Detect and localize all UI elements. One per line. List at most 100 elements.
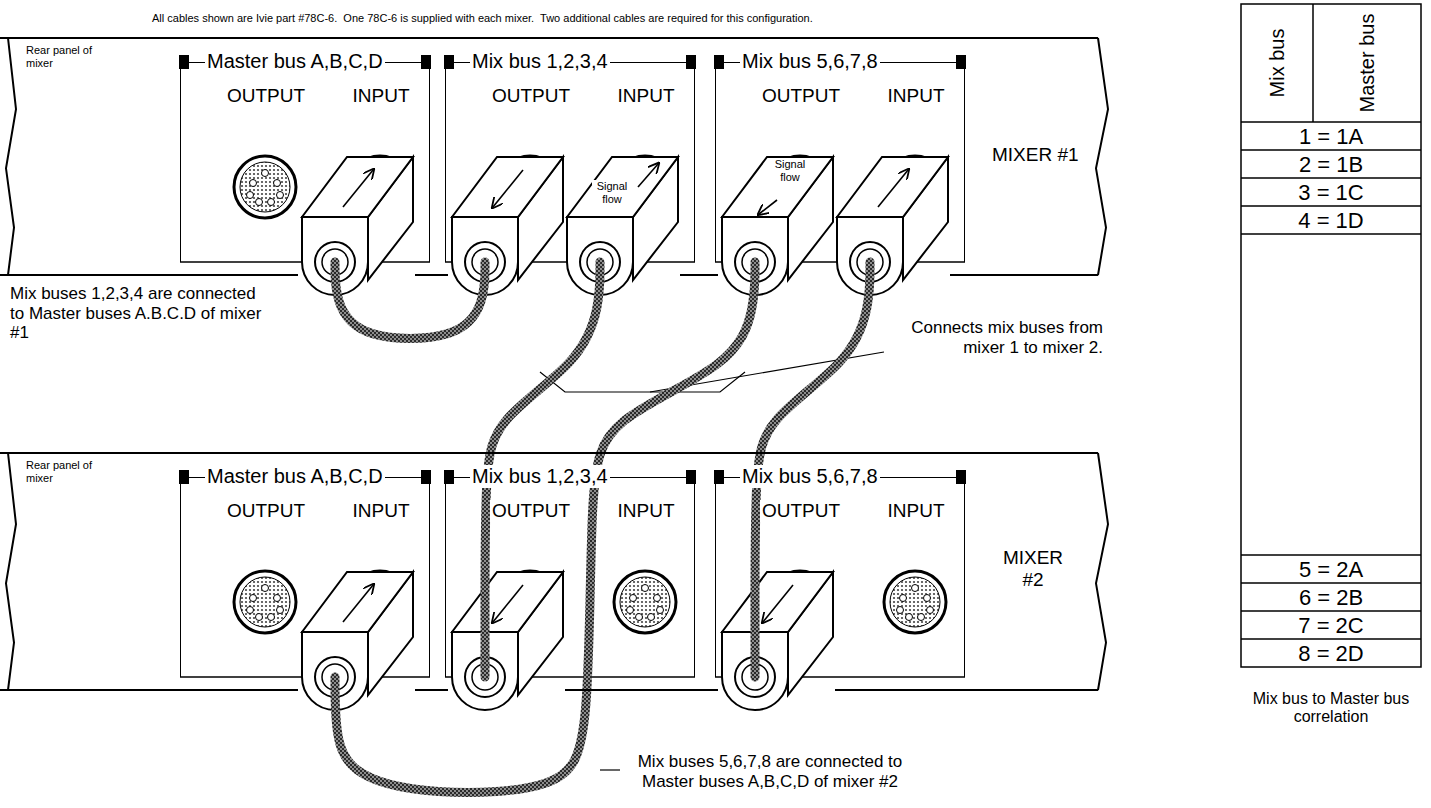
- jack-pin: [924, 595, 931, 602]
- port-label: OUTPUT: [760, 85, 842, 107]
- jack-pin: [277, 192, 284, 199]
- table-rule: [1241, 610, 1421, 612]
- din-jack: [614, 571, 676, 633]
- port-label: OUTPUT: [760, 500, 842, 522]
- bus-heading: Mix bus 5,6,7,8: [740, 50, 880, 73]
- jack-pin: [900, 595, 907, 602]
- table-rule: [1241, 233, 1421, 235]
- jack-pin: [262, 585, 269, 592]
- rear-panel: Rear panel of mixerMIXER #2 Master bus A,…: [0, 453, 1110, 690]
- cable-plug: [302, 572, 413, 710]
- table-cell: 5 = 2A: [1297, 557, 1365, 582]
- plug-top: [722, 157, 833, 217]
- callout-text: Mix buses 1,2,3,4 are connected to Maste…: [8, 284, 270, 343]
- table-header: Mix bus: [1266, 27, 1289, 100]
- table-rule: [1241, 554, 1421, 556]
- plug-top: [452, 157, 563, 217]
- connector-group: Mix bus 1,2,3,4OUTPUTINPUT: [445, 62, 695, 262]
- plug-top: [837, 157, 948, 217]
- jack-pin: [630, 595, 637, 602]
- table-cell: 3 = 1C: [1296, 180, 1365, 205]
- plug-top: [452, 572, 563, 632]
- signal-arrow: [763, 585, 793, 622]
- jack-ring: [884, 571, 946, 633]
- jack-face: [890, 577, 940, 627]
- signal-arrow: [759, 200, 777, 214]
- rear-panel-hardware: [180, 156, 965, 710]
- heading-tab: [956, 55, 966, 69]
- table-rule: [1241, 149, 1421, 151]
- cable-plug: [452, 572, 563, 710]
- jack-pin: [256, 614, 263, 621]
- heading-tab: [421, 55, 431, 69]
- table-rule: [1312, 4, 1314, 122]
- connector-group: Mix bus 5,6,7,8OUTPUTINPUT: [715, 62, 965, 262]
- cable-plug: [302, 157, 413, 295]
- port-label: INPUT: [351, 500, 412, 522]
- port-label: OUTPUT: [225, 85, 307, 107]
- bus-heading: Mix bus 1,2,3,4: [470, 50, 610, 73]
- heading-tab: [956, 470, 966, 484]
- jack-pin: [912, 585, 919, 592]
- din-jack: [234, 156, 296, 218]
- cable-plug: [567, 157, 678, 295]
- jack-pin: [247, 607, 254, 614]
- port-label: INPUT: [351, 85, 412, 107]
- heading-tab: [686, 470, 696, 484]
- bus-heading: Mix bus 5,6,7,8: [740, 465, 880, 488]
- panel-caption: Rear panel of mixer: [24, 459, 104, 484]
- table-cell: 4 = 1D: [1296, 208, 1365, 233]
- mixer-label: MIXER #1: [990, 144, 1081, 166]
- jack-pin: [247, 192, 254, 199]
- rear-panel: Rear panel of mixerMIXER #1 Master bus A,…: [0, 38, 1110, 275]
- table-rule: [1241, 205, 1421, 207]
- port-label: INPUT: [886, 85, 947, 107]
- jack-pin: [268, 199, 275, 206]
- heading-tab: [714, 55, 724, 69]
- signal-flow-label: Signal flow: [592, 180, 632, 205]
- cable-plug: [722, 157, 833, 295]
- table-frame: [1241, 4, 1421, 667]
- jack-pin: [654, 595, 661, 602]
- mixer-label: MIXER #2: [996, 547, 1070, 591]
- table-rule: [1241, 121, 1421, 123]
- table-rule: [1241, 638, 1421, 640]
- din-jack: [884, 571, 946, 633]
- jack-pin: [256, 199, 263, 206]
- jack-pin: [636, 614, 643, 621]
- table-cell: 1 = 1A: [1297, 124, 1365, 149]
- connector-group: Master bus A,B,C,DOUTPUTINPUT: [180, 62, 430, 262]
- note-text: All cables shown are Ivie part #78C-6. O…: [150, 12, 815, 25]
- signal-flow-label: Signal flow: [770, 158, 810, 183]
- port-label: OUTPUT: [490, 500, 572, 522]
- table-cell: 8 = 2D: [1296, 641, 1365, 666]
- callout-text: Mix buses 5,6,7,8 are connected to Maste…: [620, 752, 920, 791]
- jack-pin: [274, 180, 281, 187]
- panel-caption: Rear panel of mixer: [24, 44, 104, 69]
- jack-pin: [250, 595, 257, 602]
- port-label: INPUT: [886, 500, 947, 522]
- correlation-table: [1241, 4, 1421, 667]
- port-label: OUTPUT: [225, 500, 307, 522]
- cable-plug: [837, 157, 948, 295]
- jack-pin: [642, 585, 649, 592]
- plug-top: [567, 157, 678, 217]
- jack-pin: [627, 607, 634, 614]
- jack-pin: [274, 595, 281, 602]
- port-label: INPUT: [616, 500, 677, 522]
- jack-pin: [918, 614, 925, 621]
- jack-pin: [277, 607, 284, 614]
- signal-arrow: [493, 585, 523, 622]
- plug-top: [302, 157, 413, 217]
- heading-tab: [421, 470, 431, 484]
- table-rule: [1241, 177, 1421, 179]
- panel-outline: [0, 453, 1110, 690]
- table-header: Master bus: [1356, 12, 1379, 115]
- bus-heading: Master bus A,B,C,D: [205, 465, 385, 488]
- signal-arrow: [343, 170, 373, 207]
- panel-edge: [0, 38, 1108, 275]
- signal-arrow: [878, 170, 908, 207]
- plug-top: [722, 572, 833, 632]
- bus-heading: Master bus A,B,C,D: [205, 50, 385, 73]
